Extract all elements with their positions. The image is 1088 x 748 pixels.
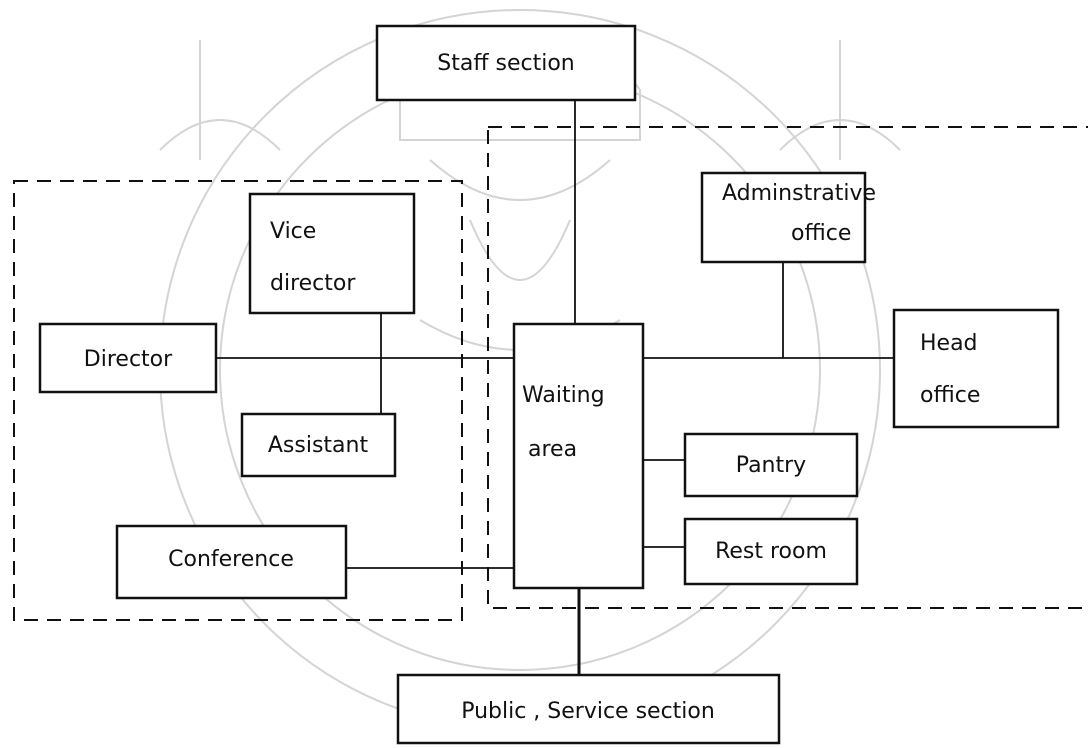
- node-box: [683, 517, 859, 586]
- watermark-naga: [419, 159, 621, 351]
- connections: [216, 100, 894, 675]
- node-box: [892, 308, 1060, 429]
- node-public-service: Public , Service section: [396, 673, 781, 745]
- node-label: Assistant: [268, 433, 369, 458]
- node-label: Conference: [168, 547, 294, 572]
- node-box: [683, 432, 859, 498]
- node-head-office: Head office: [892, 308, 1060, 429]
- node-box: [248, 192, 416, 315]
- right-zone: [487, 126, 1088, 609]
- node-label-line-1: Head: [920, 331, 978, 356]
- node-label-line-2: area: [528, 437, 577, 462]
- node-box: [240, 412, 397, 478]
- node-waiting-area: Waiting area: [512, 322, 645, 590]
- node-staff-section: Staff section: [375, 24, 637, 102]
- node-administrative-office: Adminstrative office: [700, 171, 876, 264]
- node-box: [375, 24, 637, 102]
- node-box: [396, 673, 781, 745]
- node-label: Rest room: [715, 539, 827, 564]
- node-label-line-1: Adminstrative: [722, 181, 876, 206]
- node-box: [700, 171, 867, 264]
- node-pantry: Pantry: [683, 432, 859, 498]
- node-label: Public , Service section: [461, 699, 715, 724]
- left-zone: [13, 180, 463, 621]
- node-label: Staff section: [437, 51, 574, 76]
- node-box: [38, 322, 218, 394]
- node-conference: Conference: [115, 524, 348, 600]
- node-label: Pantry: [736, 453, 806, 478]
- node-label-line-2: director: [270, 271, 356, 296]
- node-label-line-1: Vice: [270, 219, 316, 244]
- node-label-line-1: Waiting: [522, 383, 605, 408]
- node-box: [512, 322, 645, 590]
- node-label-line-2: office: [791, 221, 851, 246]
- node-label-line-2: office: [920, 383, 980, 408]
- watermark-ornament: [159, 40, 901, 160]
- node-assistant: Assistant: [240, 412, 397, 478]
- node-box: [115, 524, 348, 600]
- node-label: Director: [84, 347, 173, 372]
- node-rest-room: Rest room: [683, 517, 859, 586]
- node-director: Director: [38, 322, 218, 394]
- node-vice-director: Vice director: [248, 192, 416, 315]
